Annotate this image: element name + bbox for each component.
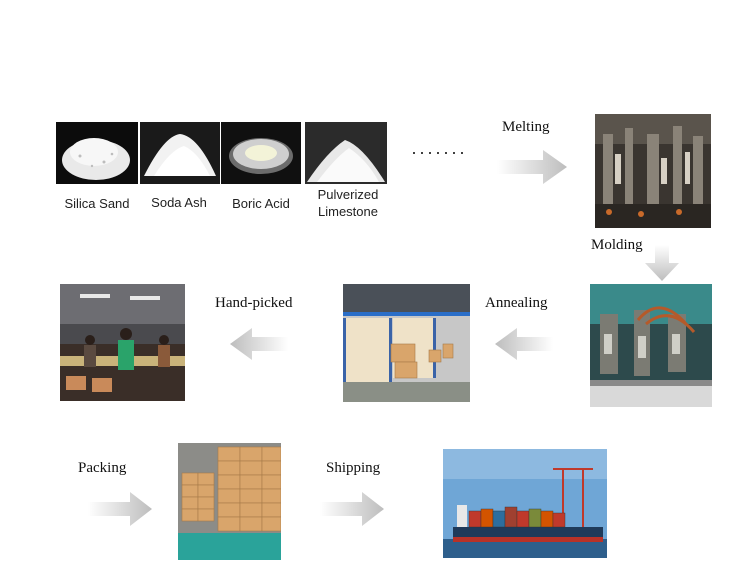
silica-sand-photo <box>56 122 138 184</box>
pulverized-limestone-photo <box>305 122 387 184</box>
step-label-annealing: Annealing <box>485 295 548 311</box>
step-label-hand-picked: Hand-picked <box>215 295 293 311</box>
more-materials-ellipsis: ······· <box>411 142 467 162</box>
boric-acid-photo <box>221 122 301 184</box>
container-ship-photo <box>443 449 607 558</box>
arrow-right-melting <box>497 150 567 184</box>
step-label-packing: Packing <box>78 460 127 476</box>
arrow-right-packing <box>88 492 152 526</box>
step-label-molding: Molding <box>591 237 643 253</box>
molding-machine-photo <box>590 284 712 407</box>
hand-picked-inspection-photo <box>60 284 185 401</box>
arrow-right-shipping <box>320 492 384 526</box>
soda-ash-photo <box>140 122 220 184</box>
material-label-boric-acid: Boric Acid <box>232 196 290 211</box>
arrow-left-hand-picked <box>230 328 288 360</box>
arrow-down-molding <box>645 245 679 281</box>
arrow-left-annealing <box>495 328 553 360</box>
melting-furnace-photo <box>595 114 711 228</box>
packed-cartons-photo <box>178 443 281 560</box>
material-label-soda-ash: Soda Ash <box>151 195 207 210</box>
material-label-pulverized-limestone: Pulverized Limestone <box>317 187 379 219</box>
material-label-silica-sand: Silica Sand <box>64 196 130 211</box>
step-label-melting: Melting <box>502 119 550 135</box>
step-label-shipping: Shipping <box>326 460 381 476</box>
annealing-lehr-photo <box>343 284 470 402</box>
